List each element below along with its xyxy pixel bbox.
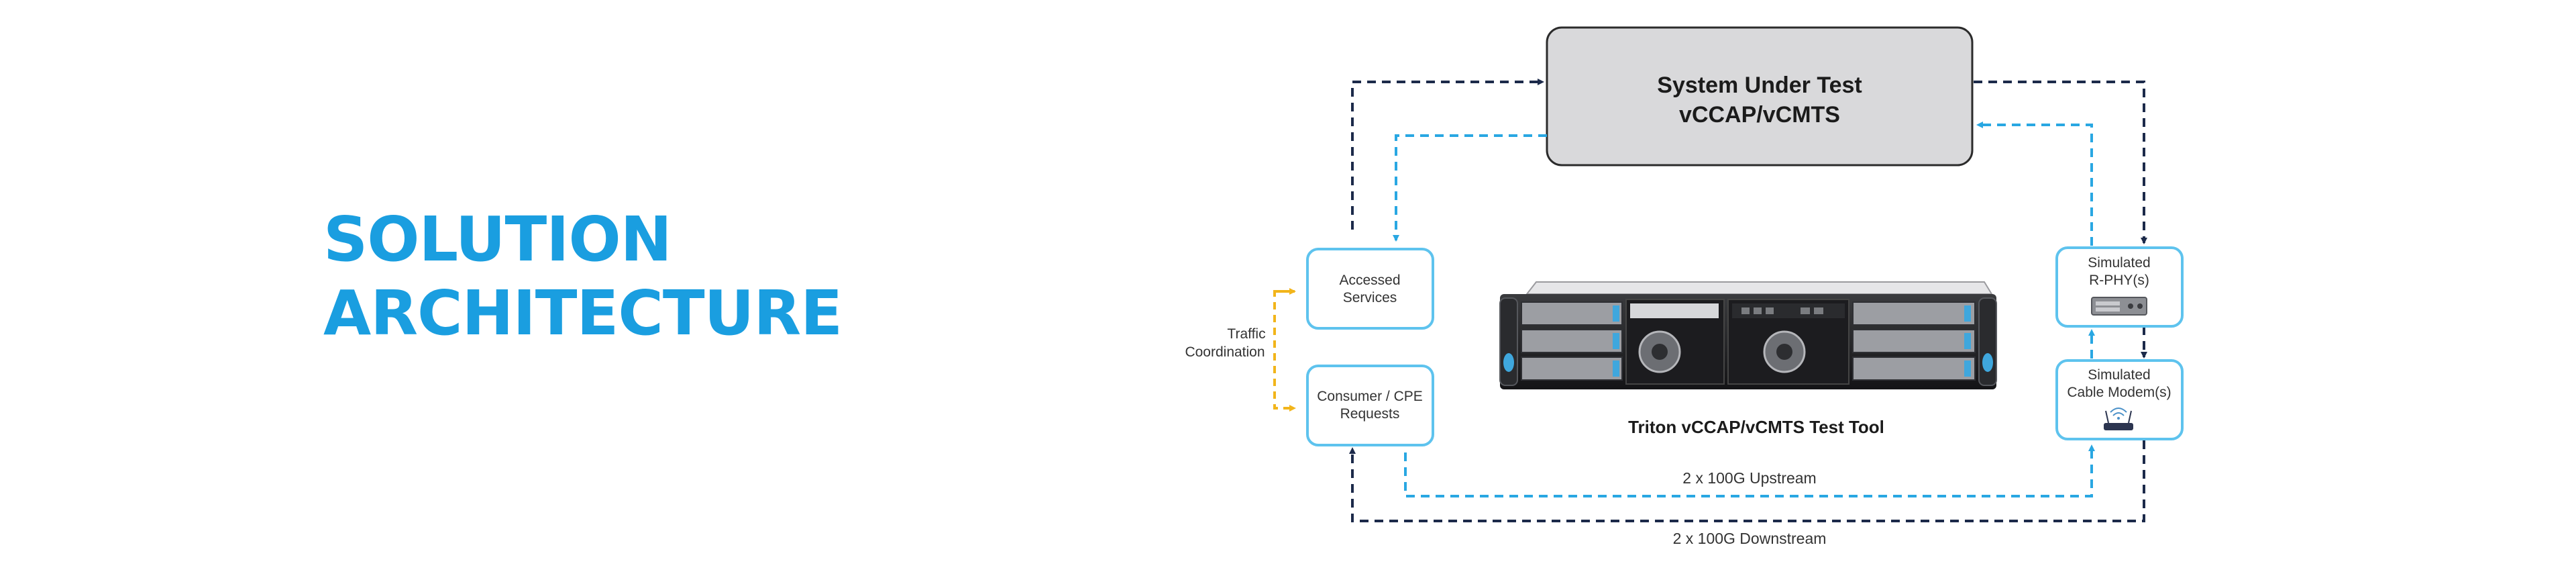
traffic-coordination-label-line1: Traffic [1227, 326, 1265, 342]
consumer-requests-label-1: Consumer / CPE [1317, 389, 1423, 404]
downstream-arrow-to-sut [1351, 79, 1544, 230]
upstream-connectors [1393, 122, 2095, 497]
downstream-arrow-to-consumer [1349, 440, 2145, 522]
upstream-arrow-to-sut [1976, 122, 2093, 246]
accessed-services-label-1: Accessed [1339, 273, 1400, 288]
accessed-services-label-2: Services [1343, 290, 1397, 305]
simulated-modems-label-2: Cable Modem(s) [2067, 385, 2171, 400]
heading-line-2: ARCHITECTURE [323, 277, 843, 349]
upstream-arrow-to-services [1393, 134, 1547, 242]
consumer-requests-label-2: Requests [1340, 406, 1400, 422]
simulated-rphy-box: Simulated R-PHY(s) [2055, 246, 2184, 328]
downstream-label: 2 x 100G Downstream [1673, 530, 1827, 547]
server-chassis-image [1499, 281, 1997, 389]
traffic-coordination-label-line2: Coordination [1185, 344, 1265, 360]
simulated-rphy-label-2: R-PHY(s) [2089, 273, 2149, 288]
simulated-modems-box: Simulated Cable Modem(s) [2055, 359, 2184, 440]
simulated-rphy-label-1: Simulated [2088, 255, 2150, 271]
cable-modem-icon [2104, 408, 2133, 430]
system-under-test-box: System Under Test vCCAP/vCMTS [1546, 26, 1974, 166]
heading-line-1: SOLUTION [323, 203, 672, 275]
consumer-requests-box: Consumer / CPE Requests [1306, 365, 1434, 446]
upstream-label: 2 x 100G Upstream [1682, 469, 1816, 487]
sut-title: System Under Test [1657, 73, 1862, 98]
downstream-connectors [1349, 79, 2147, 522]
upstream-arrow-to-modem [1404, 438, 2095, 497]
simulated-modems-label-1: Simulated [2088, 367, 2150, 383]
tool-caption: Triton vCCAP/vCMTS Test Tool [1628, 417, 1884, 437]
accessed-services-box: Accessed Services [1306, 248, 1434, 330]
section-heading: SOLUTION ARCHITECTURE [323, 203, 843, 350]
traffic-coordination-connector [1273, 288, 1296, 412]
rphy-device-icon [2091, 297, 2147, 316]
downstream-arrow-to-rphy [1974, 81, 2147, 244]
sut-subtitle: vCCAP/vCMTS [1679, 102, 1840, 128]
